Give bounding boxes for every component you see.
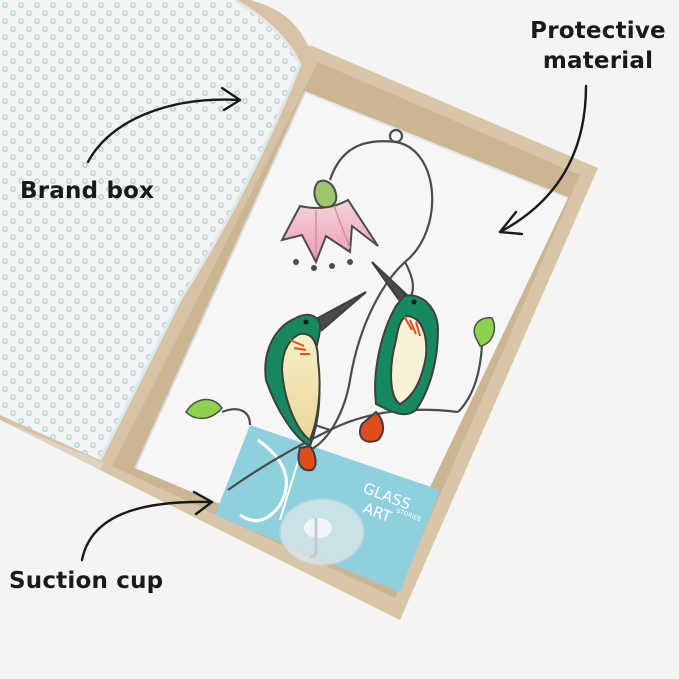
leaf-left	[185, 398, 223, 420]
arrow-brand-box	[86, 98, 242, 164]
leaf-right	[473, 317, 496, 347]
callout-arrows	[80, 84, 588, 562]
callout-brand-box: Brand box	[20, 178, 155, 204]
callout-protective-line1: Protective	[530, 18, 666, 44]
suction-cup	[279, 498, 365, 566]
arrow-suction	[80, 500, 214, 562]
arrow-protective	[498, 84, 588, 234]
callout-suction-cup: Suction cup	[9, 568, 164, 594]
callout-protective-material: Protective material	[522, 16, 674, 76]
tissue-paper	[0, 0, 300, 460]
callout-protective-line2: material	[542, 48, 654, 74]
hummingbird-left	[264, 291, 367, 472]
hummingbird-right	[359, 261, 440, 443]
flower	[280, 179, 379, 271]
